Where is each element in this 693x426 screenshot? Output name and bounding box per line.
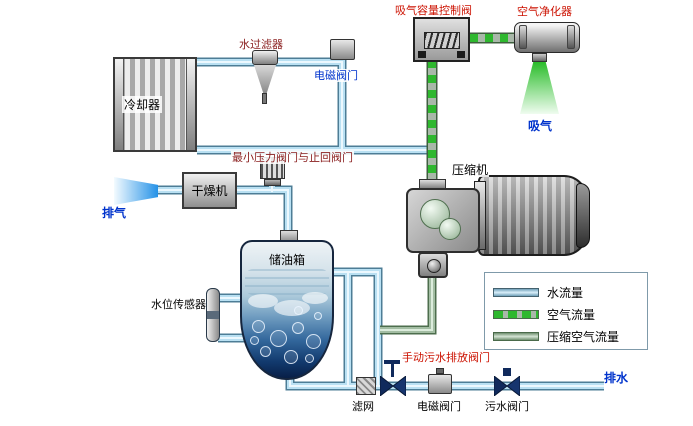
manual-valve-handle: [384, 360, 400, 364]
control-valve-tab-right: [457, 51, 465, 58]
tank-bubble: [252, 320, 265, 333]
manual-drain-valve-label: 手动污水排放阀门: [401, 351, 491, 364]
purifier-nozzle: [532, 53, 547, 62]
tank-bubble: [305, 354, 314, 363]
water-level-sensor-label: 水位传感器: [151, 298, 206, 311]
water-level-sensor: [206, 288, 220, 342]
air-intake-pipe: [426, 32, 518, 186]
cooler-label: 冷却器: [122, 96, 163, 113]
dryer-unit: 干燥机: [182, 172, 237, 209]
control-valve-coil: [424, 32, 460, 49]
tank-bubble: [292, 322, 304, 334]
tank-bubble: [284, 350, 298, 364]
cooler-right-cap: [186, 59, 195, 150]
sewage-valve-nub: [503, 368, 511, 376]
tank-foam: [248, 294, 278, 308]
water-filter-stem: [262, 93, 267, 104]
legend-compressed-label: 压缩空气流量: [547, 329, 620, 344]
min-pressure-valve-cap: [264, 179, 281, 186]
water-filter-label: 水过滤器: [239, 38, 283, 51]
intake-label: 吸气: [528, 119, 553, 133]
strainer: [356, 377, 376, 395]
water-filter-body: [252, 50, 278, 65]
sewage-valve-label: 污水阀门: [485, 400, 529, 413]
tank-wave-texture: [245, 269, 329, 295]
water-filter: [252, 50, 280, 104]
legend-water-label: 水流量: [547, 285, 584, 300]
air-purifier-label: 空气净化器: [517, 5, 572, 18]
tank-bubble: [306, 334, 321, 349]
dryer-label: 干燥机: [191, 184, 228, 198]
tank-bubble: [260, 346, 271, 357]
tank-foam: [274, 300, 310, 316]
tank-foam: [302, 292, 328, 304]
compressed-air-flow-swatch: [493, 331, 539, 341]
cooler-unit: 冷却器: [113, 57, 197, 152]
manual-valve-stem: [391, 364, 394, 377]
legend-air-label: 空气流量: [547, 307, 596, 322]
solenoid-bottom-nub: [436, 368, 444, 374]
compressed-air-pipe: [380, 270, 437, 335]
compressor-body: [406, 188, 480, 253]
tank-bubble: [314, 312, 322, 320]
oil-tank-label: 储油箱: [268, 253, 305, 267]
air-purifier: [514, 22, 580, 53]
strainer-label: 滤网: [352, 400, 374, 413]
compressor-rotor-2: [439, 218, 461, 240]
suction-control-valve-label: 吸气容量控制阀: [395, 4, 472, 17]
solenoid-valve-top: [330, 39, 355, 60]
min-pressure-valve-label: 最小压力阀门与止回阀门: [231, 151, 354, 164]
sensor-band: [207, 311, 219, 319]
water-filter-funnel: [254, 65, 276, 93]
solenoid-valve-top-label: 电磁阀门: [313, 69, 359, 82]
water-flow-swatch: [493, 287, 539, 297]
air-flow-swatch: [493, 309, 539, 319]
sewage-valve: [494, 376, 520, 396]
discharge-fitting-eye: [427, 259, 441, 273]
motor-end-cap: [576, 183, 590, 248]
exhaust-label: 排气: [102, 206, 127, 220]
legend-row-compressed: 压缩空气流量: [493, 325, 647, 347]
compressor-label: 压缩机: [451, 163, 490, 177]
legend-row-air: 空气流量: [493, 303, 647, 325]
manual-drain-valve: [380, 376, 406, 396]
flow-legend: 水流量 空气流量 压缩空气流量: [484, 272, 648, 350]
oil-storage-tank: 储油箱: [240, 240, 334, 380]
purifier-band-right: [567, 25, 575, 49]
motor: [478, 175, 588, 256]
suction-capacity-control-valve: [413, 17, 470, 62]
solenoid-valve-bottom: [428, 374, 452, 394]
solenoid-valve-bottom-label: 电磁阀门: [417, 400, 461, 413]
legend-row-water: 水流量: [493, 281, 647, 303]
tank-bubble: [250, 336, 259, 345]
tank-bubble: [270, 330, 287, 347]
purifier-band-left: [519, 25, 527, 49]
tank-bubble: [294, 306, 303, 315]
compressor-discharge-fitting: [418, 252, 448, 278]
control-valve-tab-left: [418, 51, 426, 58]
drain-label: 排水: [604, 371, 629, 385]
